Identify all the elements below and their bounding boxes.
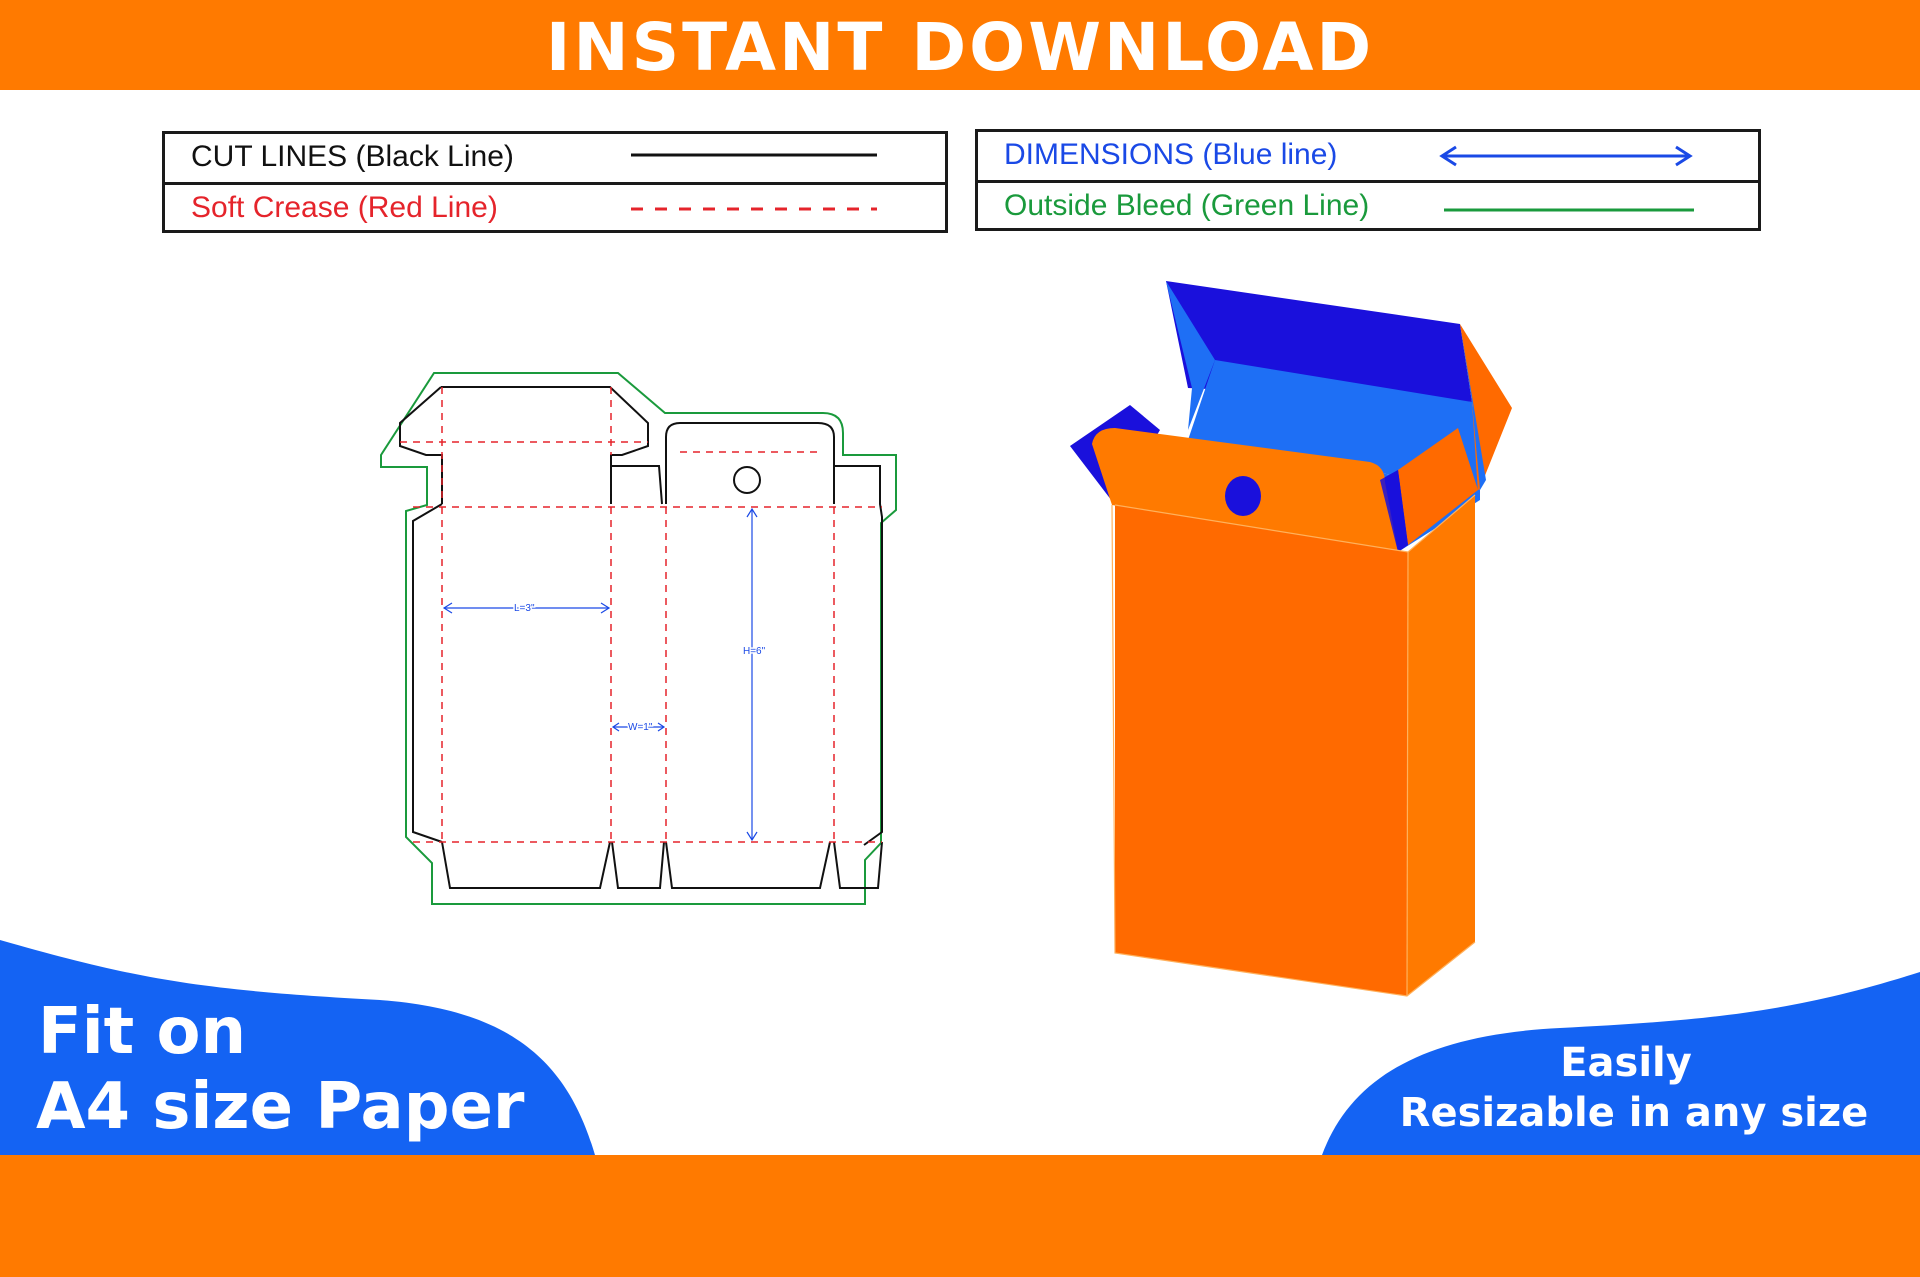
- footer-left-line1: Fit on: [38, 995, 247, 1069]
- dieline-drawing: L=3" W=1" H=6": [380, 372, 897, 905]
- dimension-lines: [442, 507, 758, 842]
- lid-inner-side: [1166, 281, 1215, 430]
- legend-dimensions-bleed: DIMENSIONS (Blue line) Outside Bleed (Gr…: [975, 129, 1761, 231]
- box-3d-illustration: [1070, 281, 1512, 997]
- bleed-line-sample: [1444, 208, 1694, 212]
- legend-label-outside-bleed: Outside Bleed (Green Line): [1004, 189, 1370, 222]
- right-tuck-flap: [1398, 428, 1478, 545]
- right-dust-flap-inner: [1460, 324, 1486, 490]
- box-front-face: [1115, 505, 1408, 996]
- legend-label-soft-crease: Soft Crease (Red Line): [191, 191, 498, 224]
- crease-lines: [400, 387, 882, 843]
- legend-row-bleed: Outside Bleed (Green Line): [978, 180, 1758, 231]
- right-dust-flap: [1460, 324, 1512, 493]
- cut-lines: [399, 386, 883, 889]
- length-dimension-label: L=3": [514, 603, 535, 614]
- footer-right-line2: Resizable in any size: [1399, 1090, 1869, 1136]
- legend-cut-crease: CUT LINES (Black Line) Soft Crease (Red …: [162, 131, 948, 233]
- left-blue-wave: [0, 940, 595, 1155]
- cut-line-sample: [631, 153, 877, 157]
- legend-label-dimensions: DIMENSIONS (Blue line): [1004, 138, 1338, 171]
- legend-label-cut-lines: CUT LINES (Black Line): [191, 140, 514, 173]
- footer-right-line1: Easily: [1560, 1040, 1692, 1086]
- bleed-outline: [380, 372, 897, 905]
- footer-left-line2: A4 size Paper: [36, 1070, 525, 1144]
- legend-row-dimensions: DIMENSIONS (Blue line): [978, 132, 1758, 180]
- box-right-face: [1407, 495, 1475, 996]
- dimension-arrow-sample: [1439, 145, 1693, 167]
- crease-line-sample: [631, 207, 877, 211]
- right-blue-wave: [1322, 972, 1920, 1155]
- thumb-hole: [1225, 476, 1261, 516]
- front-flap-side: [1380, 470, 1408, 552]
- top-banner: INSTANT DOWNLOAD: [0, 0, 1920, 90]
- lid-inner: [1188, 360, 1480, 490]
- banner-title: INSTANT DOWNLOAD: [545, 9, 1375, 86]
- bottom-banner: [0, 1155, 1920, 1277]
- width-dimension-label: W=1": [628, 722, 653, 733]
- legend-row-cut: CUT LINES (Black Line): [165, 134, 945, 182]
- legend-row-crease: Soft Crease (Red Line): [165, 182, 945, 233]
- height-dimension-label: H=6": [743, 646, 766, 657]
